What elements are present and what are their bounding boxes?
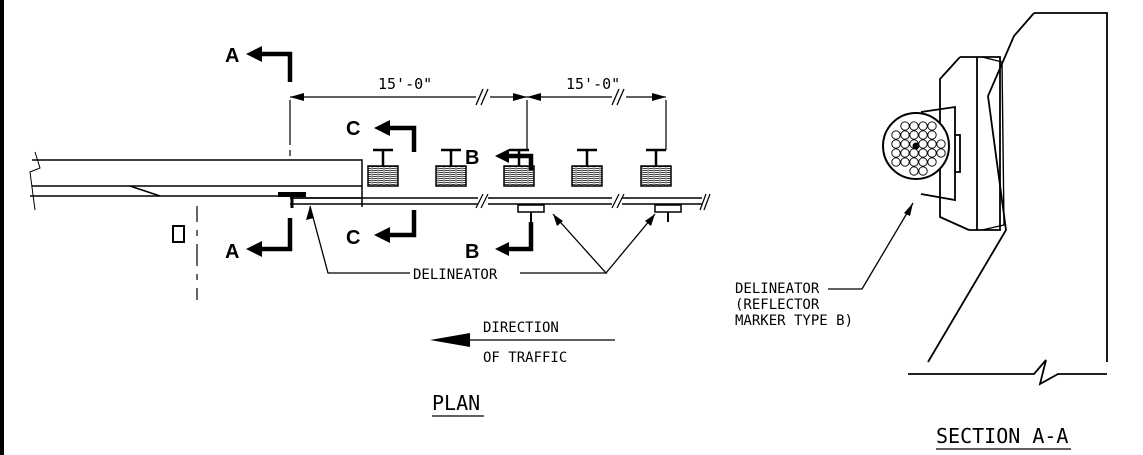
reflector-prism (918, 130, 928, 140)
reflector-prism (909, 166, 919, 176)
reflector-prism (891, 139, 901, 149)
section-callout-line1: DELINEATOR (735, 281, 820, 297)
drawing-border (0, 0, 4, 455)
reflector-prism (891, 157, 901, 167)
reflector-prism (927, 139, 937, 149)
direction-label-line2: OF TRAFFIC (483, 350, 567, 366)
section-callout-arrow (904, 203, 913, 216)
centerline (196, 100, 667, 300)
rail-bracket (920, 105, 961, 202)
post-5 (640, 148, 672, 187)
section-a-marker-bottom: A (225, 218, 293, 263)
blockout (939, 56, 1005, 231)
post-2 (435, 148, 467, 187)
section-callout-line3: MARKER TYPE B) (735, 313, 853, 329)
reflector-prism (909, 121, 919, 131)
reflector-prism (909, 130, 919, 140)
direction-label-line1: DIRECTION (483, 320, 559, 336)
dimension-arrows (290, 93, 666, 101)
delineator-label: DELINEATOR (413, 267, 498, 283)
reflector-prism (927, 130, 937, 140)
reflector-prism (891, 148, 901, 158)
svg-text:C: C (346, 118, 360, 140)
svg-text:C: C (346, 227, 360, 249)
reflector-prism (936, 139, 946, 149)
barrier-profile (908, 12, 1108, 386)
reflector-prism (909, 157, 919, 167)
reflector-prism (927, 121, 937, 131)
section-b-marker-bottom: B (465, 222, 534, 263)
reflector-marker (882, 112, 950, 180)
guardrail-beam (290, 193, 711, 211)
svg-text:A: A (225, 241, 239, 263)
section-c-marker-top: C (346, 118, 417, 152)
reflector-prism (936, 148, 946, 158)
reflector-prism (927, 148, 937, 158)
section-b-marker-top: B (465, 147, 534, 170)
delineator-leader-arrows (306, 206, 655, 226)
section-callout-leader (828, 202, 914, 290)
plan-delineators (278, 192, 682, 222)
section-a-a-view: DELINEATOR (REFLECTOR MARKER TYPE B) SEC… (735, 12, 1108, 450)
reflector-prism (927, 157, 937, 167)
svg-text:A: A (225, 45, 239, 67)
reflector-prism (918, 166, 928, 176)
dimension-1-label: 15'-0" (378, 75, 432, 93)
dimension-2-label: 15'-0" (566, 75, 620, 93)
delineator-leaders (309, 205, 656, 274)
reflector-prism (900, 139, 910, 149)
section-a-marker-top: A (225, 45, 293, 82)
section-c-marker-bottom: C (346, 210, 417, 249)
reflector-prism (900, 157, 910, 167)
survey-marker (172, 225, 185, 243)
reflector-prism (900, 130, 910, 140)
svg-text:B: B (465, 147, 479, 169)
post-4 (571, 148, 603, 187)
reflector-prism (891, 130, 901, 140)
direction-of-traffic-arrow (430, 333, 615, 347)
reflector-prism (918, 148, 928, 158)
reflector-prism (900, 148, 910, 158)
plan-title: PLAN (432, 391, 480, 415)
section-callout-line2: (REFLECTOR (735, 297, 820, 313)
section-title: SECTION A-A (936, 424, 1068, 448)
post-1 (367, 148, 399, 187)
plan-view: 15'-0" 15'-0" A A C C B (29, 45, 711, 417)
concrete-barrier-end (29, 151, 363, 211)
guardrail-posts (367, 148, 672, 187)
reflector-prism (918, 121, 928, 131)
reflector-prism (918, 157, 928, 167)
reflector-prism (900, 121, 910, 131)
svg-text:B: B (465, 241, 479, 263)
